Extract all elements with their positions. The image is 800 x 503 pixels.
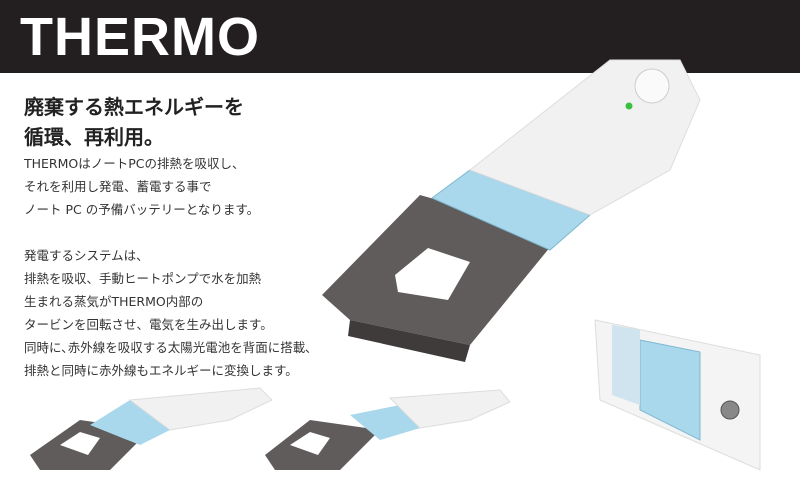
side-button-icon xyxy=(720,400,740,420)
small-device-open xyxy=(265,389,511,470)
description: THERMOはノートPCの排熱を吸収し、 それを利用し発電、蓄電する事で ノート… xyxy=(24,152,312,382)
paragraph-line: ノート PC の予備バッテリーとなります。 xyxy=(24,202,260,217)
headline: 廃棄する熱エネルギーを 循環、再利用。 xyxy=(24,92,244,152)
paragraph-line: 生まれる蒸気がTHERMO内部の xyxy=(24,294,204,309)
paragraph-line: THERMOはノートPCの排熱を吸収し、 xyxy=(24,156,245,171)
power-button-icon xyxy=(634,68,670,104)
small-device-closed xyxy=(30,387,273,470)
side-view-device xyxy=(594,319,761,471)
product-title: THERMO xyxy=(20,7,260,67)
paragraph-line: 排熱と同時に赤外線もエネルギーに変換します。 xyxy=(24,363,298,378)
paragraph-line: それを利用し発電、蓄電する事で xyxy=(24,179,212,194)
paragraph-line: 発電するシステムは、 xyxy=(24,248,149,263)
headline-line: 廃棄する熱エネルギーを xyxy=(24,95,244,119)
headline-line: 循環、再利用。 xyxy=(24,125,164,149)
paragraph-line: 排熱を吸収、手動ヒートポンプで水を加熱 xyxy=(24,271,262,286)
device-slot xyxy=(395,248,470,300)
led-indicator-icon xyxy=(625,102,633,110)
paragraph-line: タービンを回転させ、電気を生み出します。 xyxy=(24,317,273,332)
paragraph-line: 同時に､赤外線を吸収する太陽光電池を背面に搭載､ xyxy=(24,340,312,355)
